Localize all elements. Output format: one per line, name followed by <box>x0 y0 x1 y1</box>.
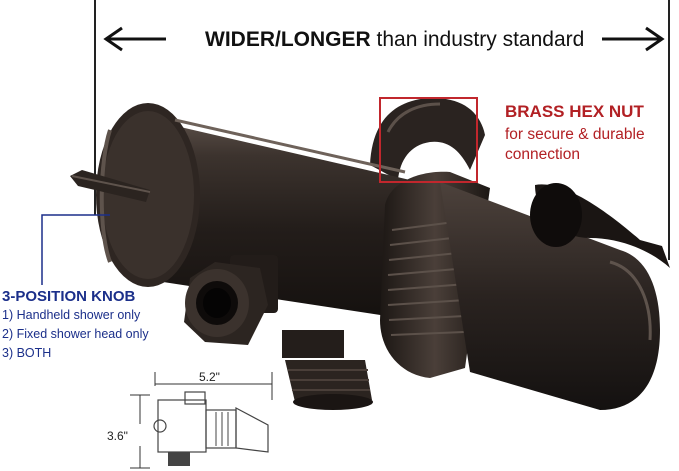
hex-nut-line2: connection <box>505 146 580 163</box>
left-arrow-icon <box>103 26 166 52</box>
hex-nut-highlight-box <box>379 97 478 183</box>
left-width-line <box>94 0 96 215</box>
knob-option-3: 3) BOTH <box>2 346 52 360</box>
hex-nut-line1: for secure & durable <box>505 126 645 143</box>
banner-bold: WIDER/LONGER <box>205 28 371 51</box>
width-dimension-label: 5.2" <box>199 370 220 384</box>
threaded-inlet <box>184 255 278 345</box>
right-width-line <box>668 0 670 260</box>
banner-text: WIDER/LONGER than industry standard <box>205 28 584 52</box>
knob-option-2: 2) Fixed shower head only <box>2 327 149 341</box>
elbow-arm <box>370 97 485 180</box>
height-dimension-label: 3.6" <box>107 429 128 443</box>
knob-title: 3-POSITION KNOB <box>2 288 136 305</box>
knob-option-1: 1) Handheld shower only <box>2 308 141 322</box>
threaded-outlet <box>282 330 373 410</box>
dimension-drawing <box>130 372 273 469</box>
handheld-holder <box>440 182 670 410</box>
banner-rest: than industry standard <box>370 28 585 51</box>
knob-pointer-line <box>41 214 110 285</box>
lever-knob <box>70 170 151 202</box>
hex-nut-title: BRASS HEX NUT <box>505 102 644 121</box>
right-arrow-icon <box>602 26 665 52</box>
